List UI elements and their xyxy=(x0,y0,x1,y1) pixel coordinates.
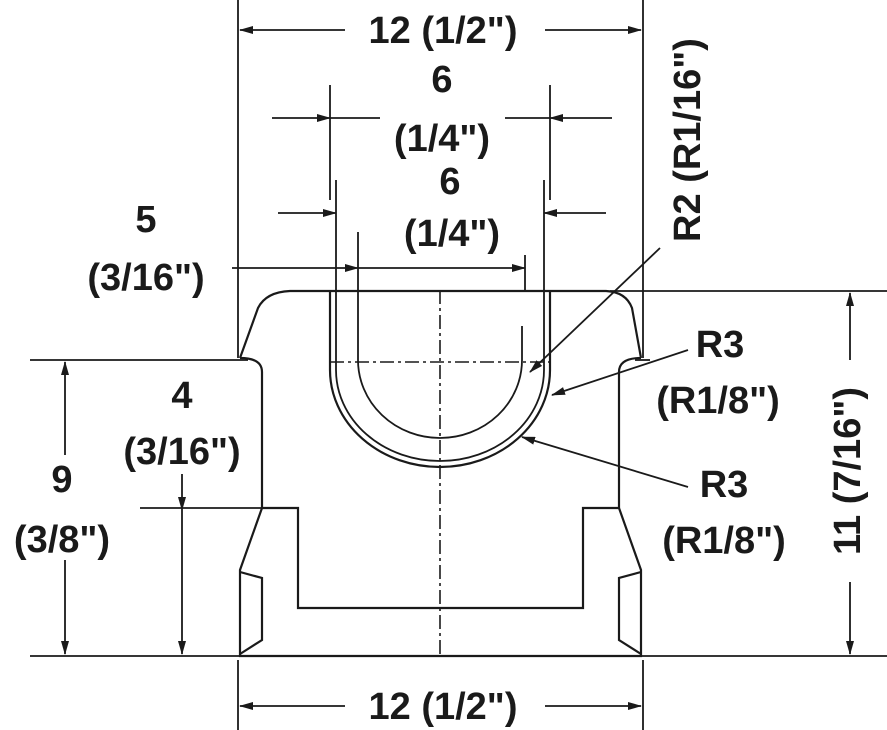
profile-body xyxy=(238,180,643,658)
body-height-in-label: (3/8") xyxy=(14,519,110,561)
bottom-width-label: 12 (1/2") xyxy=(369,686,518,728)
offset-mm-label: 5 xyxy=(135,199,156,241)
channel-outer-in-label: (1/4") xyxy=(394,118,490,160)
total-height-label: 11 (7/16") xyxy=(827,387,869,555)
channel-outer-mm-label: 6 xyxy=(431,59,452,101)
dimension-lines xyxy=(61,26,854,710)
radius-a-in-label: (R1/8") xyxy=(656,380,780,422)
channel-inner-mm-label: 6 xyxy=(439,161,460,203)
radius-b-in-label: (R1/8") xyxy=(662,520,786,562)
dimension-labels: 12 (1/2") 12 (1/2") 6 (1/4") 6 (1/4") 5 … xyxy=(14,10,869,728)
lower-height-in-label: (3/16") xyxy=(123,431,240,473)
reference-lines xyxy=(30,0,887,730)
lower-height-mm-label: 4 xyxy=(171,375,192,417)
offset-in-label: (3/16") xyxy=(87,257,204,299)
body-height-mm-label: 9 xyxy=(51,459,72,501)
radius-b-mm-label: R3 xyxy=(700,464,749,506)
channel-inner-in-label: (1/4") xyxy=(404,213,500,255)
top-width-label: 12 (1/2") xyxy=(369,10,518,52)
radius-a-mm-label: R3 xyxy=(696,324,745,366)
radius-small-label: R2 (R1/16") xyxy=(667,38,709,242)
